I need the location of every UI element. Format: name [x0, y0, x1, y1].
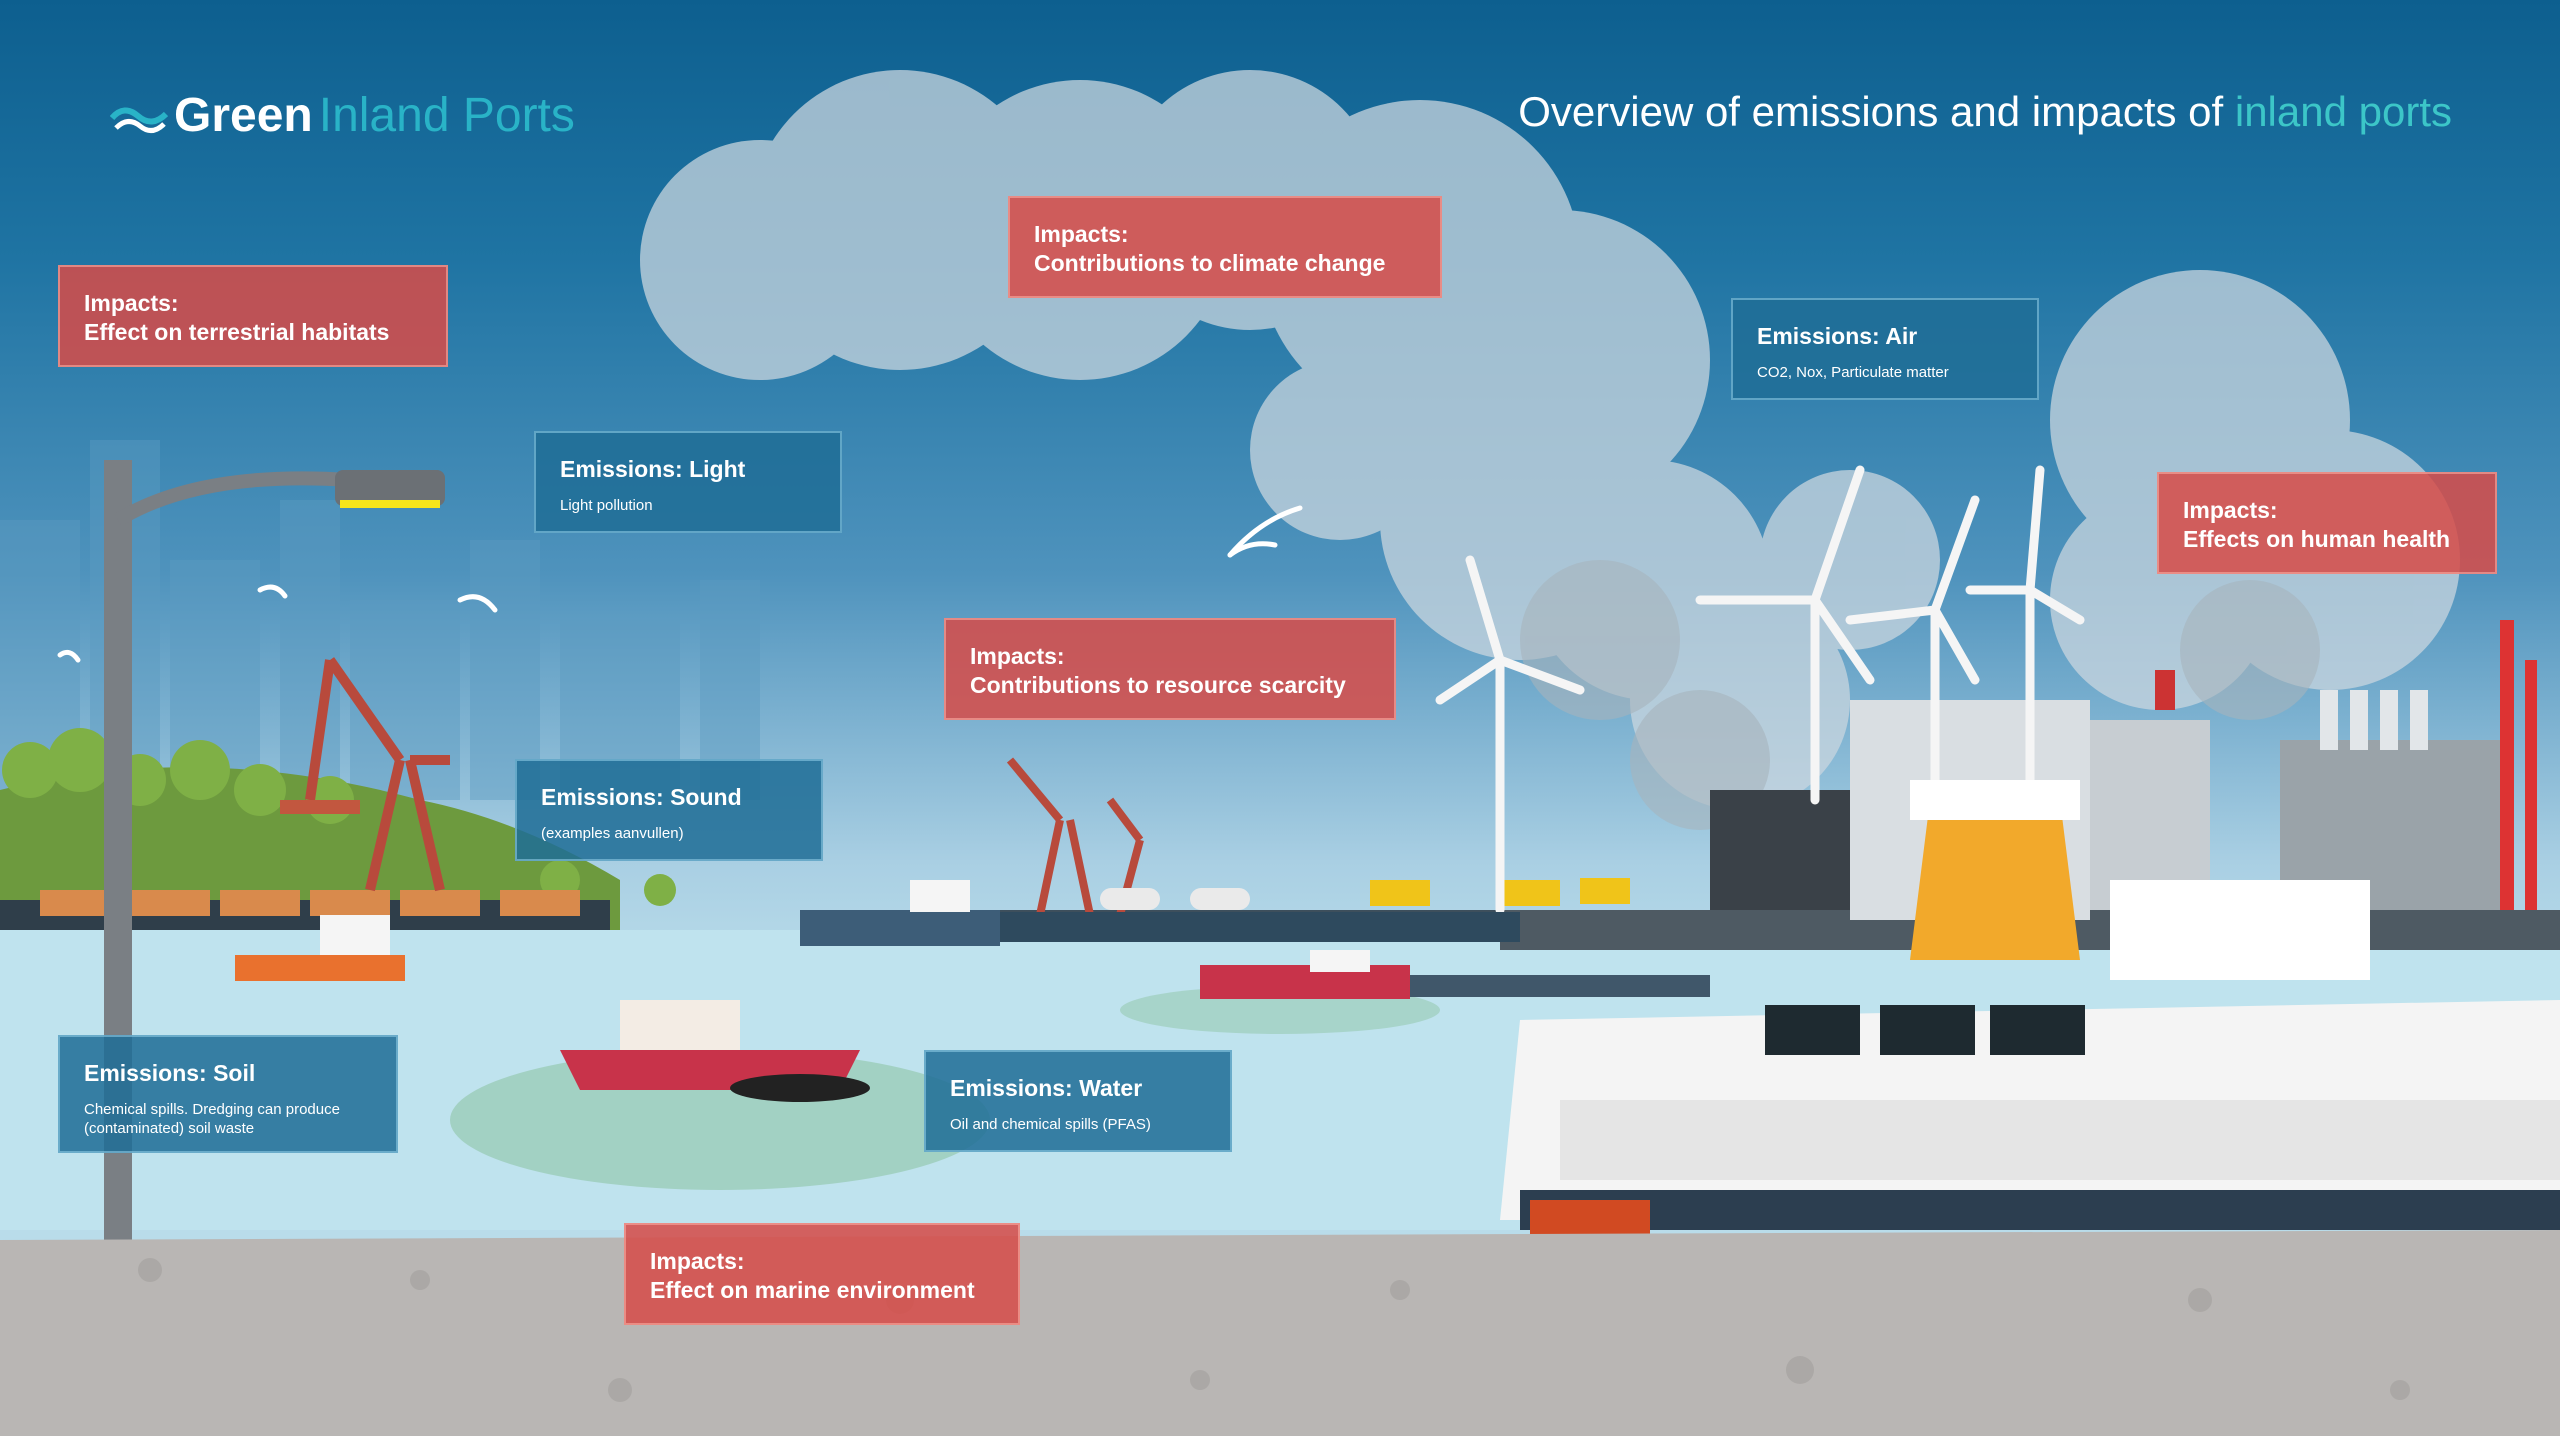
logo-word-green: Green — [174, 89, 313, 142]
impact-label: Impacts: — [84, 290, 179, 316]
wind-turbine-icon — [1435, 465, 2085, 915]
emission-sub: Oil and chemical spills (PFAS) — [950, 1116, 1151, 1133]
impact-label: Impacts: — [2183, 497, 2278, 523]
logo: Green Inland Ports — [110, 88, 575, 143]
impact-text: Contributions to climate change — [1034, 250, 1386, 276]
impact-marine-box: Impacts: Effect on marine environment — [624, 1223, 1020, 1325]
emission-sub: CO2, Nox, Particulate matter — [1757, 364, 1949, 381]
impact-resource-box: Impacts: Contributions to resource scarc… — [944, 618, 1396, 720]
impact-terrestrial-box: Impacts: Effect on terrestrial habitats — [58, 265, 448, 367]
impact-label: Impacts: — [970, 643, 1065, 669]
emission-water-box: Emissions: Water Oil and chemical spills… — [924, 1050, 1232, 1152]
emission-title: Emissions: Sound — [541, 784, 742, 810]
emission-light-box: Emissions: Light Light pollution — [534, 431, 842, 533]
emission-sub: Light pollution — [560, 497, 653, 514]
seagull-icon — [57, 505, 1303, 663]
emission-title: Emissions: Light — [560, 456, 746, 482]
impact-text: Effect on terrestrial habitats — [84, 319, 390, 345]
trees — [2, 728, 676, 906]
emission-air-box: Emissions: Air CO2, Nox, Particulate mat… — [1731, 298, 2039, 400]
emission-title: Emissions: Soil — [84, 1060, 256, 1086]
logo-word-inland-ports: Inland Ports — [318, 89, 575, 142]
emission-sound-box: Emissions: Sound (examples aanvullen) — [515, 759, 823, 861]
wave-logo-icon — [110, 107, 168, 133]
title-highlight: inland ports — [2234, 88, 2452, 135]
emission-sub: Chemical spills. Dredging can produce (c… — [84, 1101, 340, 1137]
emission-title: Emissions: Air — [1757, 323, 1918, 349]
impact-label: Impacts: — [1034, 221, 1129, 247]
impact-text: Effects on human health — [2183, 526, 2451, 552]
impact-climate-box: Impacts: Contributions to climate change — [1008, 196, 1442, 298]
emission-sub: (examples aanvullen) — [541, 825, 684, 842]
title-main: Overview of emissions and impacts of — [1518, 88, 2224, 135]
impact-text: Contributions to resource scarcity — [970, 672, 1346, 698]
crane-icon — [305, 657, 450, 892]
impact-text: Effect on marine environment — [650, 1277, 975, 1303]
excavator-icon — [1370, 878, 1630, 906]
impact-label: Impacts: — [650, 1248, 745, 1274]
tug-boat — [235, 915, 870, 1102]
pavement — [0, 1230, 2560, 1436]
barge — [800, 880, 1710, 999]
green-hill — [0, 767, 620, 930]
emission-soil-box: Emissions: Soil Chemical spills. Dredgin… — [58, 1035, 398, 1153]
impact-health-box: Impacts: Effects on human health — [2157, 472, 2497, 574]
emission-title: Emissions: Water — [950, 1075, 1143, 1101]
page-title: Overview of emissions and impacts of inl… — [1518, 88, 2452, 136]
